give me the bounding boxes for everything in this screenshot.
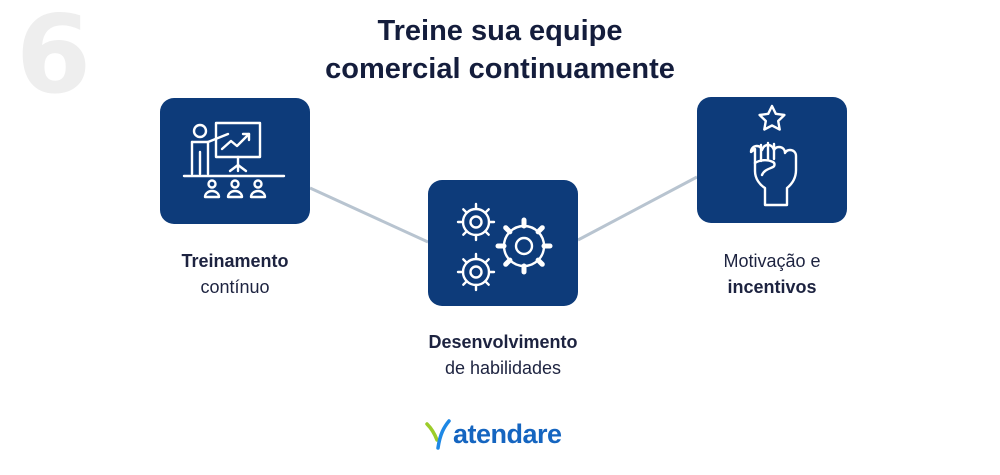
node-motivation-label-normal: Motivação e (723, 251, 821, 271)
node-motivation-label-bold: incentivos (727, 277, 817, 297)
node-training-label: Treinamento contínuo (135, 248, 335, 300)
title-line-2: comercial continuamente (325, 53, 675, 85)
title-line-1: Treine sua equipe (377, 15, 623, 47)
page-title: Treine sua equipe comercial continuament… (0, 12, 1000, 88)
brand-mark-icon (425, 419, 451, 450)
node-skills-box (428, 180, 578, 306)
brand-name: atendare (453, 418, 562, 449)
node-skills-label-bold: Desenvolvimento (428, 332, 578, 352)
gears-icon (456, 202, 553, 292)
presentation-icon (182, 121, 286, 199)
node-skills-label-normal: de habilidades (444, 358, 562, 378)
node-training-label-bold: Treinamento (181, 251, 289, 271)
connector-skills-motivation (577, 175, 698, 242)
node-motivation-label: Motivação e incentivos (672, 248, 872, 300)
node-skills-label: Desenvolvimento de habilidades (378, 329, 628, 381)
brand-logo: atendare (425, 416, 562, 452)
node-training-box (160, 98, 310, 224)
page-number: 6 (16, 0, 91, 118)
node-training-label-normal: contínuo (200, 277, 270, 297)
node-motivation-box (697, 97, 847, 223)
connector-training-skills (309, 186, 429, 244)
fist-star-icon (749, 104, 798, 207)
